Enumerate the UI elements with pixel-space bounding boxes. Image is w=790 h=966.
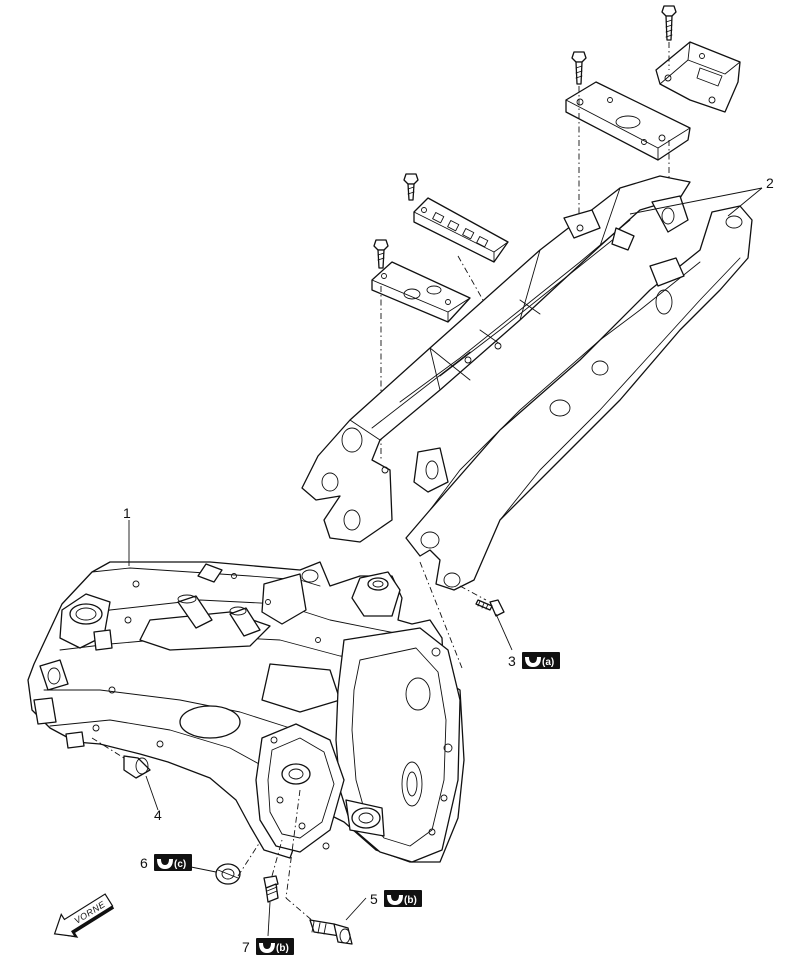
callout-5-badge-text: (b) [404,895,417,906]
callout-3: 3 (a) [508,652,560,669]
callout-5-badge: (b) [384,890,422,907]
mid-bracket-bolt [403,173,419,201]
rear-subframe-left-rail [301,175,691,543]
callout-6-badge: (c) [154,854,192,871]
callout-2-label: 2 [766,175,774,191]
pivot-nut [215,863,241,885]
callout-7-label: 7 [242,939,250,955]
upper-seat-bracket [565,81,691,161]
callout-6-label: 6 [140,855,148,871]
callout-1-label: 1 [123,505,131,521]
callout-6: 6 (c) [140,854,192,871]
engine-mount-bolt-small [263,875,279,903]
callout-6-badge-text: (c) [174,859,186,870]
callout-7-badge: (b) [256,938,294,955]
lower-bracket-bolt [373,239,389,269]
top-right-bracket [655,41,741,113]
torque-wrench-icon [387,895,403,905]
front-direction-arrow-icon: VORNE [53,893,115,938]
rear-subframe-right-rail [405,205,753,591]
pivot-shaft-bolt [309,919,353,945]
torque-wrench-icon [259,943,275,953]
torque-wrench-icon [525,657,541,667]
main-frame [27,561,465,863]
callout-4-label: 4 [154,807,162,823]
mid-bracket-plate [413,197,509,263]
callout-7-badge-text: (b) [276,943,289,954]
top-right-bolt [661,5,677,41]
callout-5: 5 (b) [370,890,422,907]
callout-3-badge: (a) [522,652,560,669]
subframe-mount-bolt [475,599,505,617]
collar-spacer [123,755,151,779]
torque-wrench-icon [157,859,173,869]
callout-7: 7 (b) [242,938,294,955]
callout-3-label: 3 [508,653,516,669]
callout-3-badge-text: (a) [542,657,554,668]
callout-5-label: 5 [370,891,378,907]
lower-bracket-plate [371,261,471,323]
upper-seat-bolt [571,51,587,85]
